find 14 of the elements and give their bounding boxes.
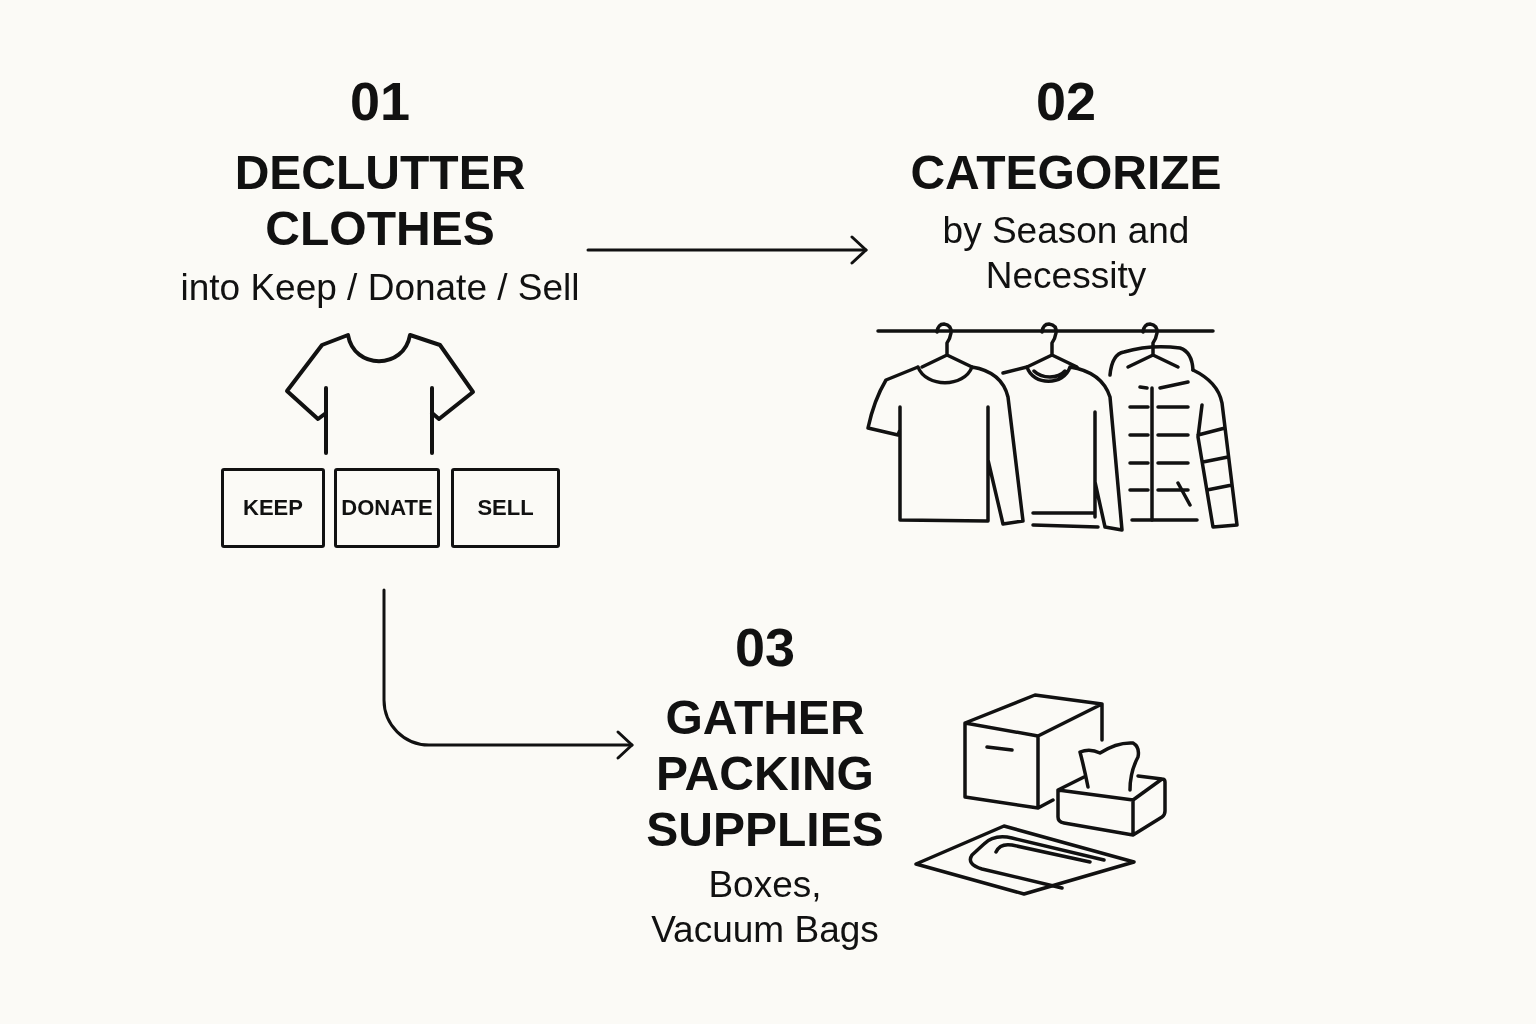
step-description: into Keep / Donate / Sell [180,266,580,310]
category-box: SELL [451,468,560,548]
step-title: DECLUTTER CLOTHES [233,145,527,257]
step-title: CATEGORIZE [910,145,1222,201]
step-number: 01 [349,71,411,131]
step-title: GATHER PACKING SUPPLIES [645,690,885,858]
step-number: 02 [1035,71,1097,131]
arrow [586,235,868,265]
step-number: 03 [734,617,796,677]
category-box: KEEP [221,468,325,548]
category-box: DONATE [334,468,440,548]
step-description: Boxes, Vacuum Bags [650,863,880,952]
arrow [382,588,634,760]
step-description: by Season and Necessity [941,209,1191,298]
